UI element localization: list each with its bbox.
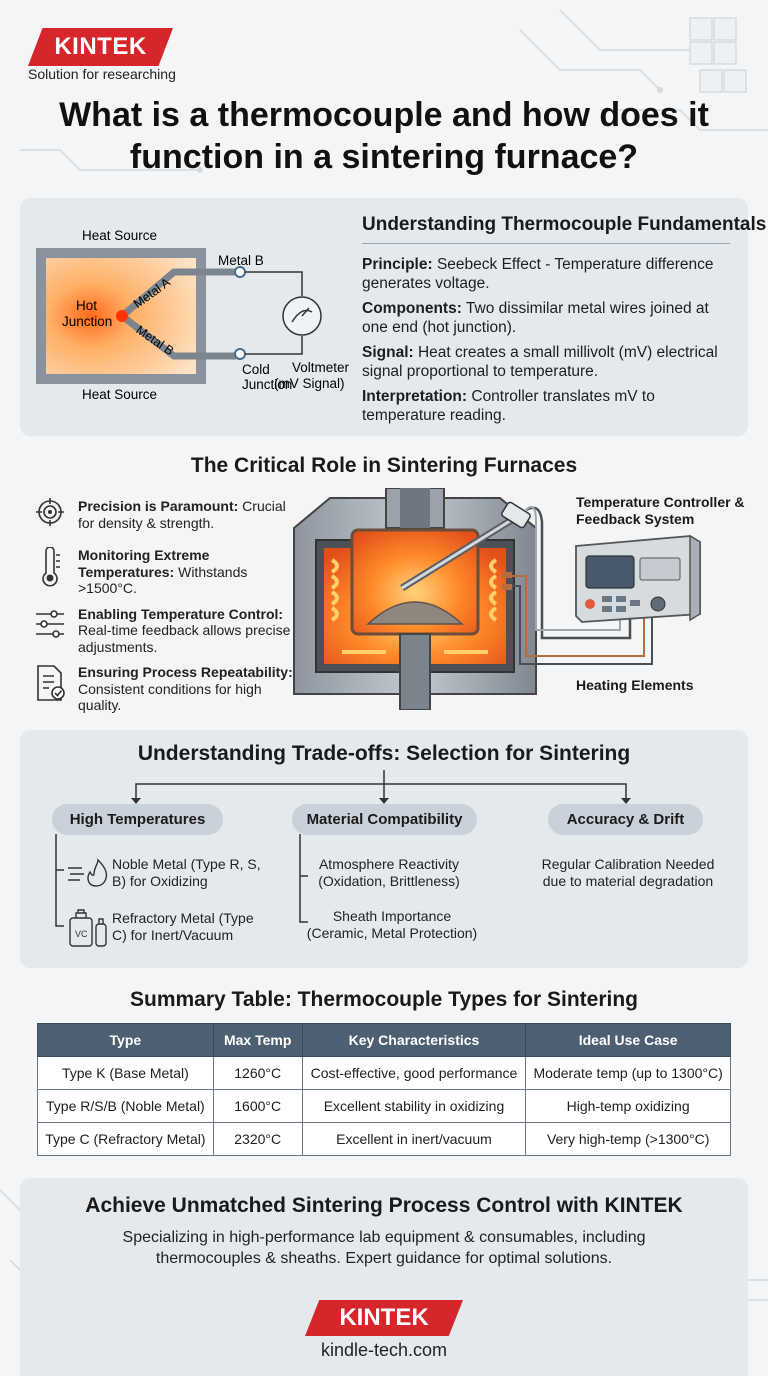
calibration-note: Regular Calibration Needed due to materi… [541,856,715,889]
table-cell: Type R/S/B (Noble Metal) [37,1089,214,1123]
svg-text:Voltmeter: Voltmeter [292,360,350,375]
metal-a-wire [119,268,236,319]
website-link[interactable]: kindle-tech.com [320,1340,448,1360]
sheath-importance-note: Sheath Importance (Ceramic, Metal Protec… [306,908,478,941]
cta-panel [20,1178,748,1376]
header-key-characteristics: Key Characteristics [301,1023,527,1057]
fundamental-interpretation: Interpretation: Controller translates mV… [362,388,655,424]
table-cell: Excellent in inert/vacuum [301,1122,527,1156]
fundamentals-heading: Understanding Thermocouple Fundamentals [362,214,767,235]
category-accuracy-drift: Accuracy & Drift [548,804,703,835]
table-cell: 2320°C [212,1122,303,1156]
table-header-row: Type Max Temp Key Characteristics Ideal … [37,1023,731,1057]
svg-text:Heat Source: Heat Source [82,387,157,402]
flame-icon [68,858,108,887]
category-material-compatibility: Material Compatibility [292,804,477,835]
role-item-control: Enabling Temperature Control: Real-time … [34,606,294,656]
footer-logo-text: KINTEK [339,1304,429,1331]
gas-cylinder-icon: VC [69,909,107,947]
document-check-icon [37,665,65,701]
thermocouple-diagram: Heat Source Heat Source Hot Junction Met… [36,228,350,402]
fundamental-signal: Signal: Heat creates a small millivolt (… [362,344,718,380]
table-cell: High-temp oxidizing [525,1089,731,1123]
svg-text:VC: VC [75,929,88,939]
terminal-top [234,266,246,278]
cta-heading: Achieve Unmatched Sintering Process Cont… [85,1194,683,1217]
tradeoffs-panel [20,730,748,968]
svg-text:Heat Source: Heat Source [82,228,157,243]
table-cell: 1600°C [212,1089,303,1123]
terminal-bottom [234,348,246,360]
table-cell: 1260°C [212,1056,303,1090]
atmosphere-reactivity-note: Atmosphere Reactivity (Oxidation, Brittl… [318,856,460,889]
thermometer-icon [42,547,60,587]
heading-underline [362,243,730,244]
noble-metal-note: Noble Metal (Type R, S, B) for Oxidizing [112,856,261,889]
table-row: Type K (Base Metal) 1260°C Cost-effectiv… [37,1056,731,1090]
svg-text:Cold: Cold [242,362,270,377]
thermocouple-types-table: Type Max Temp Key Characteristics Ideal … [37,1023,731,1156]
kintek-footer-logo[interactable]: KINTEK [305,1300,463,1336]
table-row: Type R/S/B (Noble Metal) 1600°C Excellen… [37,1089,731,1123]
header-ideal-use-case: Ideal Use Case [525,1023,731,1057]
heating-elements-label: Heating Elements [576,677,694,693]
svg-text:(mV Signal): (mV Signal) [274,376,345,391]
refractory-metal-note: Refractory Metal (Type C) for Inert/Vacu… [112,910,254,943]
cta-description: Specializing in high-performance lab equ… [122,1229,646,1267]
table-cell: Very high-temp (>1300°C) [525,1122,731,1156]
metal-b-wire [119,313,236,360]
tradeoffs-heading: Understanding Trade-offs: Selection for … [137,742,631,765]
table-cell: Type C (Refractory Metal) [37,1122,214,1156]
hot-junction-point [116,310,128,322]
page-title: What is a thermocouple and how does it f… [59,96,709,176]
target-icon [36,498,64,526]
role-item-monitoring: Monitoring Extreme Temperatures: Withsta… [34,547,294,597]
kintek-logo: KINTEK [28,28,173,66]
role-item-precision: Precision is Paramount: Crucial for dens… [34,498,294,538]
svg-text:Junction: Junction [242,377,292,392]
table-cell: Excellent stability in oxidizing [301,1089,527,1123]
category-high-temperatures: High Temperatures [52,804,223,835]
table-cell: Cost-effective, good performance [301,1056,527,1090]
header-max-temp: Max Temp [212,1023,303,1057]
table-cell: Moderate temp (up to 1300°C) [525,1056,731,1090]
svg-text:Metal B: Metal B [218,253,264,268]
critical-role-heading: The Critical Role in Sintering Furnaces [190,454,578,477]
controller-label: Temperature Controller & Feedback System [576,494,745,527]
fundamental-principle: Principle: Seebeck Effect - Temperature … [362,256,714,292]
fundamentals-list: Principle: Seebeck Effect - Temperature … [362,255,732,431]
role-list: Precision is Paramount: Crucial for dens… [34,498,294,723]
svg-text:Hot: Hot [76,298,97,313]
summary-table-heading: Summary Table: Thermocouple Types for Si… [130,988,638,1011]
sliders-icon [36,609,64,638]
fundamental-components: Components: Two dissimilar metal wires j… [362,300,709,336]
tradeoff-tree-lines [55,770,631,927]
sintering-furnace-illustration [293,488,701,710]
logo-text: KINTEK [54,33,147,60]
svg-text:Junction: Junction [62,314,112,329]
header-type: Type [37,1023,214,1057]
tagline: Solution for researching [28,66,176,82]
table-cell: Type K (Base Metal) [37,1056,214,1090]
role-item-repeatability: Ensuring Process Repeatability: Consiste… [34,664,294,714]
table-row: Type C (Refractory Metal) 2320°C Excelle… [37,1122,731,1156]
